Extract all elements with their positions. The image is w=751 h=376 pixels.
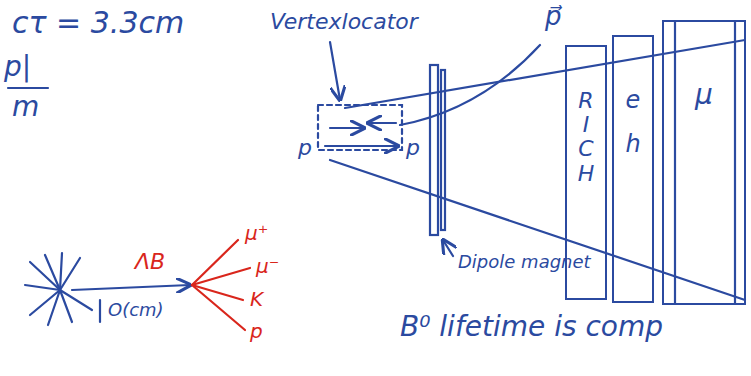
decay-arrow [72,285,190,290]
particle-label: μ⁺ [245,222,268,244]
beam-arrow [325,145,398,147]
part-name: Dipole magnet [458,252,591,272]
dipole-magnet [430,65,438,235]
muon-layer [674,22,676,303]
vertex-locator-box [318,105,402,150]
beam-arrow [330,127,364,129]
formula-text: m [12,92,39,123]
detector-letter: μ [664,80,744,111]
rich-detector: R I C H [565,45,607,300]
decay-products [192,240,250,330]
part-name: Vertexlocator [270,10,418,34]
muon-layer [734,22,736,303]
acceptance-line [345,40,745,108]
fraction-bar [8,87,48,89]
scale-note: O(cm) [108,300,164,320]
formula-text: p| [4,52,31,83]
beam-label: p [406,136,420,160]
beam-arrow [368,122,396,124]
note-text: B⁰ lifetime is comp [400,312,663,343]
tick-mark [99,300,101,322]
calorimeter: eh [612,35,654,303]
beam-label: p [298,136,312,160]
detector-letter: h [614,131,652,157]
particle-label: ΛB [135,250,165,274]
leader-arrow [443,240,453,256]
leader-arrow [330,42,340,100]
acceptance-line [330,160,745,300]
track-curve [400,45,540,125]
particle-label: K [250,288,263,310]
formula-text: cτ = 3.3cm [12,6,184,39]
muon-chambers: μ [662,20,746,305]
detector-letter: R I C H [575,89,597,186]
vector-label: p⃗ [545,2,562,31]
particle-label: μ⁻ [256,255,279,277]
detector-letter: e [614,87,652,113]
particle-label: p [250,320,263,342]
dipole-magnet [441,70,445,230]
